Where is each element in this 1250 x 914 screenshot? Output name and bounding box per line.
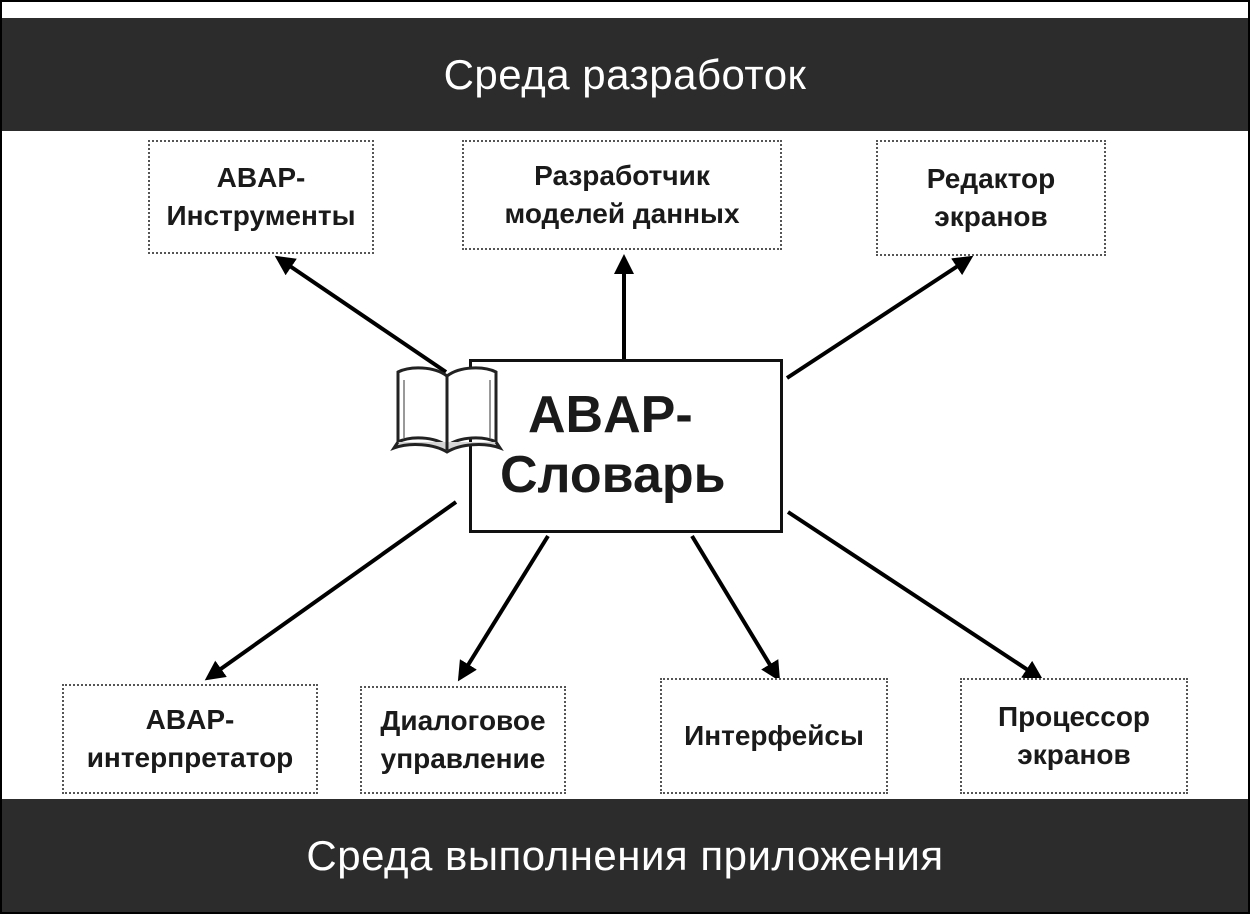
dialog-control-line1: Диалоговое bbox=[380, 705, 546, 737]
abap-dictionary-line1: ABAP- bbox=[528, 386, 693, 445]
abap-interpreter-line1: ABAP- bbox=[145, 704, 235, 736]
arrow-to-dialog-control bbox=[457, 534, 550, 682]
screen-editor-box: Редактор экранов bbox=[876, 140, 1106, 256]
screen-processor-line2: экранов bbox=[1017, 739, 1131, 770]
open-book-icon bbox=[390, 366, 504, 454]
arrow-to-abap-interpreter bbox=[204, 500, 458, 681]
dialog-control-box: Диалоговое управление bbox=[360, 686, 566, 794]
abap-interpreter-box: ABAP- интерпретатор bbox=[62, 684, 318, 794]
runtime-environment-title: Среда выполнения приложения bbox=[306, 831, 944, 879]
development-environment-band: Среда разработок bbox=[2, 18, 1248, 131]
screen-editor-line2: экранов bbox=[934, 201, 1048, 232]
data-modeler-line2: моделей данных bbox=[504, 198, 740, 229]
abap-dictionary-line2: Словарь bbox=[500, 446, 726, 504]
arrow-to-screen-editor bbox=[785, 255, 974, 380]
dialog-control-line2: управление bbox=[380, 743, 546, 774]
screen-processor-line1: Процессор bbox=[997, 701, 1151, 733]
data-modeler-line1: Разработчик bbox=[534, 160, 710, 192]
arrow-to-screen-processor bbox=[786, 510, 1044, 681]
arrow-to-abap-tools bbox=[274, 255, 448, 374]
runtime-environment-band: Среда выполнения приложения bbox=[2, 799, 1248, 912]
abap-interpreter-line2: интерпретатор bbox=[86, 742, 294, 773]
data-modeler-box: Разработчик моделей данных bbox=[462, 140, 782, 250]
abap-dictionary-box: ABAP- Словарь bbox=[469, 359, 783, 533]
abap-tools-line2: Инструменты bbox=[166, 200, 356, 231]
abap-tools-line1: ABAP- bbox=[216, 162, 306, 194]
interfaces-line1: Интерфейсы bbox=[684, 720, 864, 752]
arrow-to-interfaces bbox=[690, 534, 781, 682]
interfaces-box: Интерфейсы bbox=[660, 678, 888, 794]
screen-processor-box: Процессор экранов bbox=[960, 678, 1188, 794]
abap-tools-box: ABAP- Инструменты bbox=[148, 140, 374, 254]
screen-editor-line1: Редактор bbox=[926, 163, 1056, 195]
development-environment-title: Среда разработок bbox=[443, 50, 807, 98]
